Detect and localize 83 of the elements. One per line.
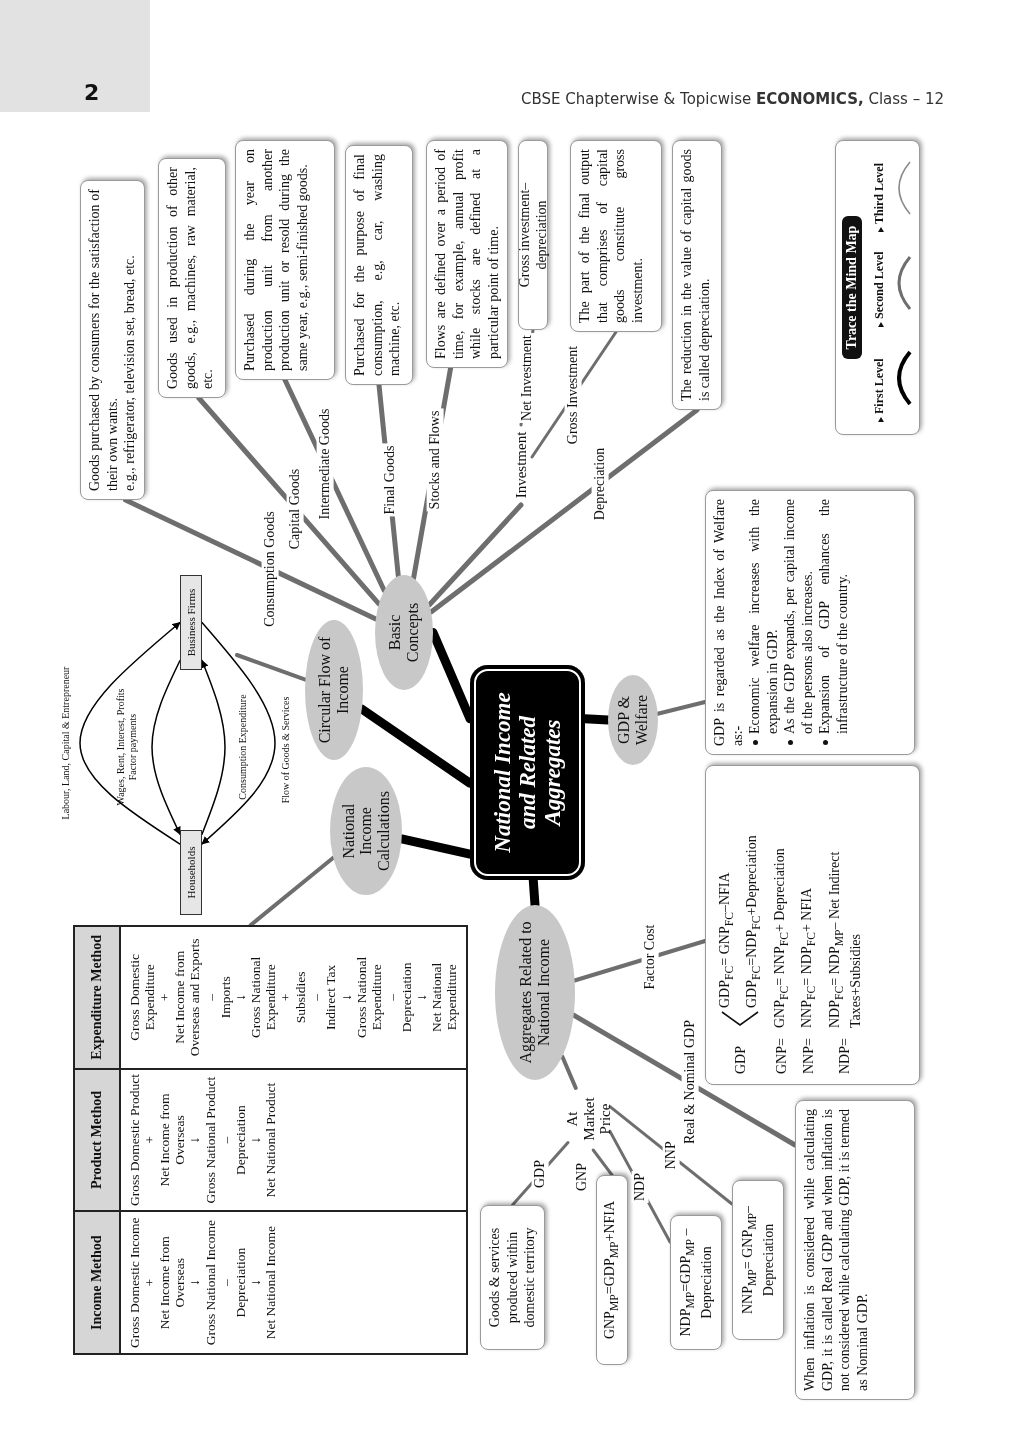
formula-term: NNP= bbox=[800, 1037, 818, 1074]
note-text: Flows are defined over a period of time, for example, annual profit while stocks are defined at a particular point of time. bbox=[432, 149, 502, 359]
note-text: When inflation is considered while calculating GDP, it is called Real GDP and when inflation is not considered while calculating GDP, it is termed as Nominal GDP. bbox=[801, 1109, 871, 1391]
topic-label: GDP & Welfare bbox=[615, 693, 651, 748]
note-text: Gross investment–depreciation bbox=[515, 181, 550, 290]
note-card bbox=[426, 140, 508, 368]
central-topic-box bbox=[470, 665, 585, 880]
running-header: CBSE Chapterwise & Topicwise ECONOMICS, Class – 12 bbox=[521, 90, 944, 108]
note-text: Goods & services produced within domestic territory bbox=[486, 1226, 539, 1330]
table-cell: Gross Domestic Product + Net Income from Overseas ↓ Gross National Product – Depreciation ↓ Net National Product bbox=[120, 1068, 467, 1212]
note-text: GDP is regarded as the Index of Welfare as:- bbox=[711, 499, 746, 746]
flow-arrow bbox=[151, 659, 181, 835]
edge-label: Capital Goods bbox=[286, 466, 304, 552]
note-card bbox=[158, 158, 226, 398]
edge-label: Consumption Expenditure bbox=[237, 693, 249, 802]
topic-label: Aggregates Related to National Income bbox=[517, 920, 553, 1066]
flow-arrow bbox=[201, 621, 276, 845]
note-card bbox=[795, 1100, 915, 1400]
table-header-cell: Income Method bbox=[74, 1211, 120, 1354]
flow-arrow bbox=[79, 621, 181, 845]
edge-label: NDP bbox=[631, 1171, 649, 1203]
note-text: e.g., refrigerator, television set, bread, etc. bbox=[121, 254, 138, 491]
note-card bbox=[705, 490, 915, 755]
edge-label: Depreciation bbox=[591, 445, 609, 523]
note-card bbox=[732, 1180, 784, 1340]
edge-label: NNP bbox=[662, 1139, 680, 1172]
legend-title: Trace the Mind Map bbox=[842, 215, 862, 360]
bullet-point: Economic welfare increases with the expansion in GDP. bbox=[746, 499, 781, 746]
note-text: The part of the final output that comprises of capital goods constitute gross investment. bbox=[576, 149, 646, 323]
note-text: Goods used in production of other goods, e.g., machines, raw material, etc. bbox=[164, 167, 216, 389]
note-text: Goods purchased by consumers for the satisfaction of their own wants. bbox=[86, 189, 121, 491]
edge-label: Stocks and Flows bbox=[426, 408, 444, 512]
edge-label: Consumption Goods bbox=[261, 509, 279, 629]
sector-block: Business Firms bbox=[180, 575, 202, 670]
note-text: Purchased for the purpose of final consumption, e.g, car, washing machine, etc. bbox=[351, 154, 403, 376]
note-card bbox=[670, 1215, 722, 1350]
topic-ellipse bbox=[375, 575, 433, 690]
branch-line bbox=[560, 1054, 578, 1090]
formula-card bbox=[705, 765, 920, 1085]
topic-label: Circular Flow of Income bbox=[316, 635, 352, 746]
edge-label: Flow of Goods & Services bbox=[280, 695, 292, 806]
formula-term: GNP= bbox=[772, 1037, 790, 1074]
bullet-point: Expansion of GDP enhances the infrastructure of the country. bbox=[816, 499, 851, 746]
edge-label: Real & Nominal GDP bbox=[681, 1018, 699, 1146]
edge-label: Intermediate Goods bbox=[316, 406, 334, 522]
page-number: 2 bbox=[84, 80, 100, 105]
bullet-point: As the GDP expands, per capital income of the persons also increases. bbox=[781, 499, 816, 746]
edge-label: Net Investment bbox=[518, 333, 536, 423]
branch-line bbox=[426, 502, 524, 608]
edge-label: Labour, Land, Capital & Entrepreneur bbox=[60, 665, 72, 822]
formula-term: GDP bbox=[731, 1045, 749, 1074]
note-text: Purchased during the year on production unit from another production unit or resold during the same year, e.g., semi-finished goods. bbox=[241, 149, 311, 371]
method-table bbox=[73, 925, 468, 1355]
table-header-cell: Expenditure Method bbox=[74, 926, 120, 1069]
branch-line bbox=[248, 855, 336, 927]
note-card bbox=[596, 1175, 628, 1365]
legend-label: First Level bbox=[872, 358, 887, 414]
sector-block: Households bbox=[180, 830, 202, 915]
table-cell: Gross Domestic Income + Net Income from Overseas ↓ Gross National Income – Depreciation ↓ Net National Income bbox=[120, 1211, 467, 1354]
central-topic-title: National Income and Related Aggregates bbox=[489, 691, 566, 855]
table-cell: Gross Domestic Expenditure + Net Income from Overseas and Exports – Imports ↓ Gross National Expenditure + Subsidies – Indirect Tax ↓ Gross National Expenditure – Depreciation ↓ Net National Expenditure bbox=[120, 926, 467, 1069]
table-header-cell: Product Method bbox=[74, 1068, 120, 1212]
branch-label: Investment bbox=[510, 425, 532, 505]
note-card bbox=[518, 140, 548, 330]
edge-label: Factor Cost bbox=[641, 922, 659, 992]
note-card bbox=[80, 180, 145, 500]
note-text: The reduction in the value of capital goods is called depreciation. bbox=[678, 149, 713, 401]
branch-label: At Market Price bbox=[568, 1088, 610, 1150]
flow-arrow bbox=[200, 659, 226, 835]
formula-term: NDP= bbox=[836, 1037, 854, 1074]
note-card bbox=[480, 1205, 545, 1350]
note-card bbox=[570, 140, 662, 332]
branch-line bbox=[591, 1148, 614, 1177]
edge-label: Wages, Rent, Interest, Profits Factor payments bbox=[114, 687, 138, 808]
topic-label: Basic Concepts bbox=[386, 601, 422, 665]
legend-label: Second Level bbox=[872, 251, 887, 319]
edge-label: GDP bbox=[531, 1158, 549, 1190]
edge-label: Gross Investment bbox=[564, 343, 582, 447]
topic-label: National Income Calculations bbox=[339, 790, 393, 873]
note-card bbox=[345, 145, 413, 385]
note-card bbox=[672, 140, 722, 410]
legend-label: Third Level bbox=[872, 163, 887, 224]
note-card bbox=[235, 140, 335, 380]
